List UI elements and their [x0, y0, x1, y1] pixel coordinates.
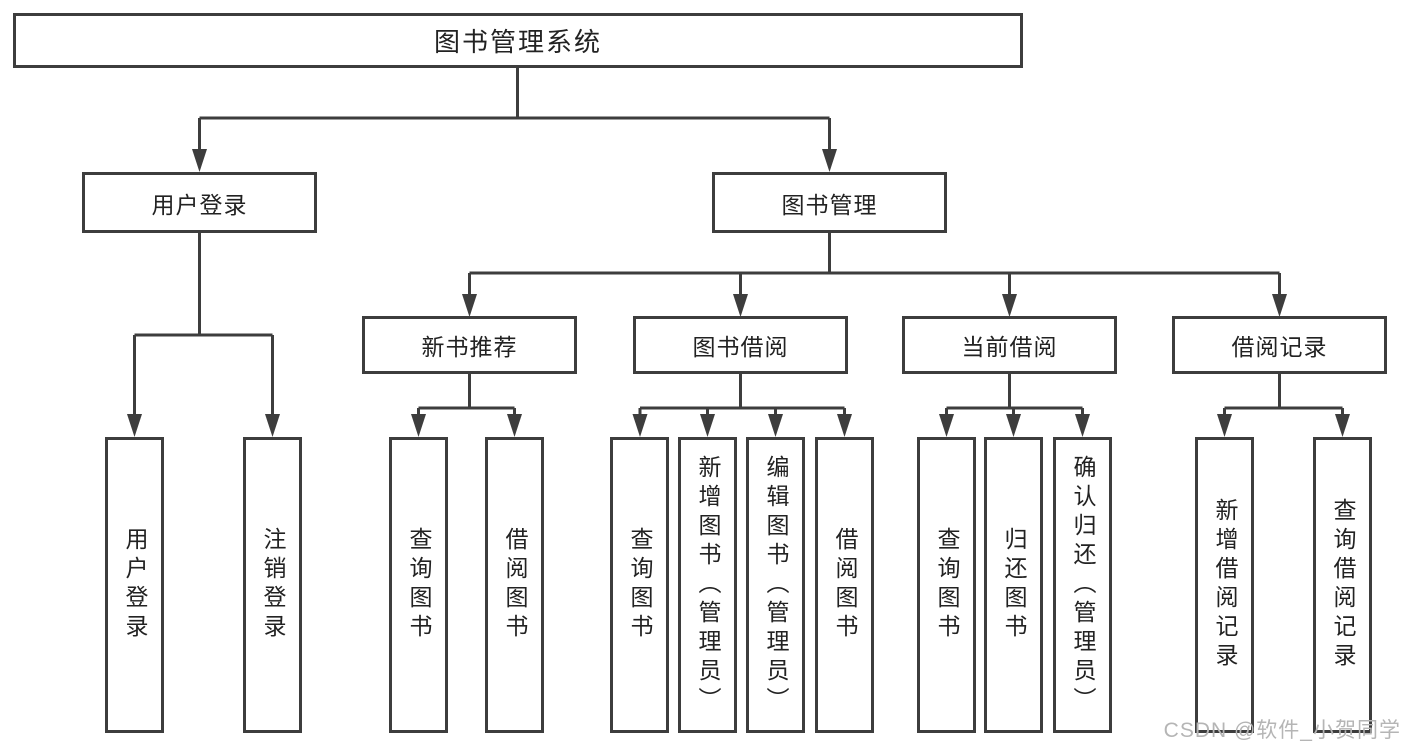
- arrow-down-icon: [127, 414, 142, 437]
- arrow-down-icon: [411, 414, 426, 437]
- arrow-down-icon: [822, 149, 837, 172]
- connector-borrowing-to-leaves: [632, 374, 852, 437]
- arrow-down-icon: [1217, 414, 1232, 437]
- leaf-user-login-label: 用户登录: [122, 527, 148, 643]
- leaf-borrowing-query-books-label: 查询图书: [627, 527, 653, 643]
- leaf-user-login: 用户登录: [105, 437, 164, 733]
- leaf-borrowing-add-books: 新增图书（管理员）: [678, 437, 737, 733]
- leaf-current-return-books-label: 归还图书: [1001, 527, 1027, 643]
- arrow-down-icon: [700, 414, 715, 437]
- arrow-down-icon: [507, 414, 522, 437]
- leaf-borrowing-edit-books-label: 编辑图书（管理员）: [763, 454, 789, 716]
- leaf-borrowing-borrow-books-label: 借阅图书: [832, 527, 858, 643]
- connector-newbook-to-leaves: [411, 374, 522, 437]
- arrow-down-icon: [939, 414, 954, 437]
- leaf-records-query-record-label: 查询借阅记录: [1330, 498, 1356, 672]
- leaf-current-confirm-return: 确认归还（管理员）: [1053, 437, 1112, 733]
- leaf-current-return-books: 归还图书: [984, 437, 1043, 733]
- node-borrowing-records-label: 借阅记录: [1231, 334, 1328, 360]
- connector-root-to-level2: [192, 68, 837, 172]
- arrow-down-icon: [837, 414, 852, 437]
- leaf-records-add-record-label: 新增借阅记录: [1212, 498, 1238, 672]
- leaf-records-query-record: 查询借阅记录: [1313, 437, 1372, 733]
- arrow-down-icon: [192, 149, 207, 172]
- arrow-down-icon: [1335, 414, 1350, 437]
- leaf-newbook-query-books-label: 查询图书: [406, 527, 432, 643]
- node-current-borrowing-label: 当前借阅: [961, 334, 1058, 360]
- node-root: 图书管理系统: [13, 13, 1023, 68]
- node-book-management-label: 图书管理: [781, 191, 878, 218]
- node-current-borrowing: 当前借阅: [902, 316, 1117, 374]
- node-book-management: 图书管理: [712, 172, 947, 233]
- arrow-down-icon: [1002, 294, 1017, 317]
- leaf-newbook-borrow-books-label: 借阅图书: [502, 527, 528, 643]
- connector-bookmgmt-to-level3: [462, 233, 1287, 317]
- leaf-newbook-query-books: 查询图书: [389, 437, 448, 733]
- csdn-watermark: CSDN @软件_小贺同学: [1163, 719, 1401, 742]
- node-book-borrowing: 图书借阅: [633, 316, 848, 374]
- arrow-down-icon: [1006, 414, 1021, 437]
- leaf-borrowing-add-books-label: 新增图书（管理员）: [695, 454, 721, 716]
- arrow-down-icon: [265, 414, 280, 437]
- arrow-down-icon: [733, 294, 748, 317]
- leaf-borrowing-query-books: 查询图书: [610, 437, 669, 733]
- node-new-book-recommend-label: 新书推荐: [421, 334, 518, 360]
- leaf-newbook-borrow-books: 借阅图书: [485, 437, 544, 733]
- leaf-current-confirm-return-label: 确认归还（管理员）: [1070, 454, 1096, 716]
- leaf-current-query-books-label: 查询图书: [934, 527, 960, 643]
- arrow-down-icon: [1272, 294, 1287, 317]
- node-root-label: 图书管理系统: [433, 27, 602, 57]
- node-new-book-recommend: 新书推荐: [362, 316, 577, 374]
- arrow-down-icon: [462, 294, 477, 317]
- arrow-down-icon: [768, 414, 783, 437]
- connector-records-to-leaves: [1217, 374, 1350, 437]
- leaf-logout-label: 注销登录: [260, 527, 286, 643]
- arrow-down-icon: [1075, 414, 1090, 437]
- leaf-borrowing-borrow-books: 借阅图书: [815, 437, 874, 733]
- leaf-logout: 注销登录: [243, 437, 302, 733]
- arrow-down-icon: [632, 414, 648, 437]
- node-borrowing-records: 借阅记录: [1172, 316, 1387, 374]
- node-book-borrowing-label: 图书借阅: [692, 334, 789, 360]
- connector-current-to-leaves: [939, 374, 1090, 437]
- node-user-login: 用户登录: [82, 172, 317, 233]
- node-user-login-label: 用户登录: [151, 191, 248, 218]
- leaf-current-query-books: 查询图书: [917, 437, 976, 733]
- leaf-borrowing-edit-books: 编辑图书（管理员）: [746, 437, 805, 733]
- leaf-records-add-record: 新增借阅记录: [1195, 437, 1254, 733]
- connector-userlogin-to-leaves: [127, 233, 280, 437]
